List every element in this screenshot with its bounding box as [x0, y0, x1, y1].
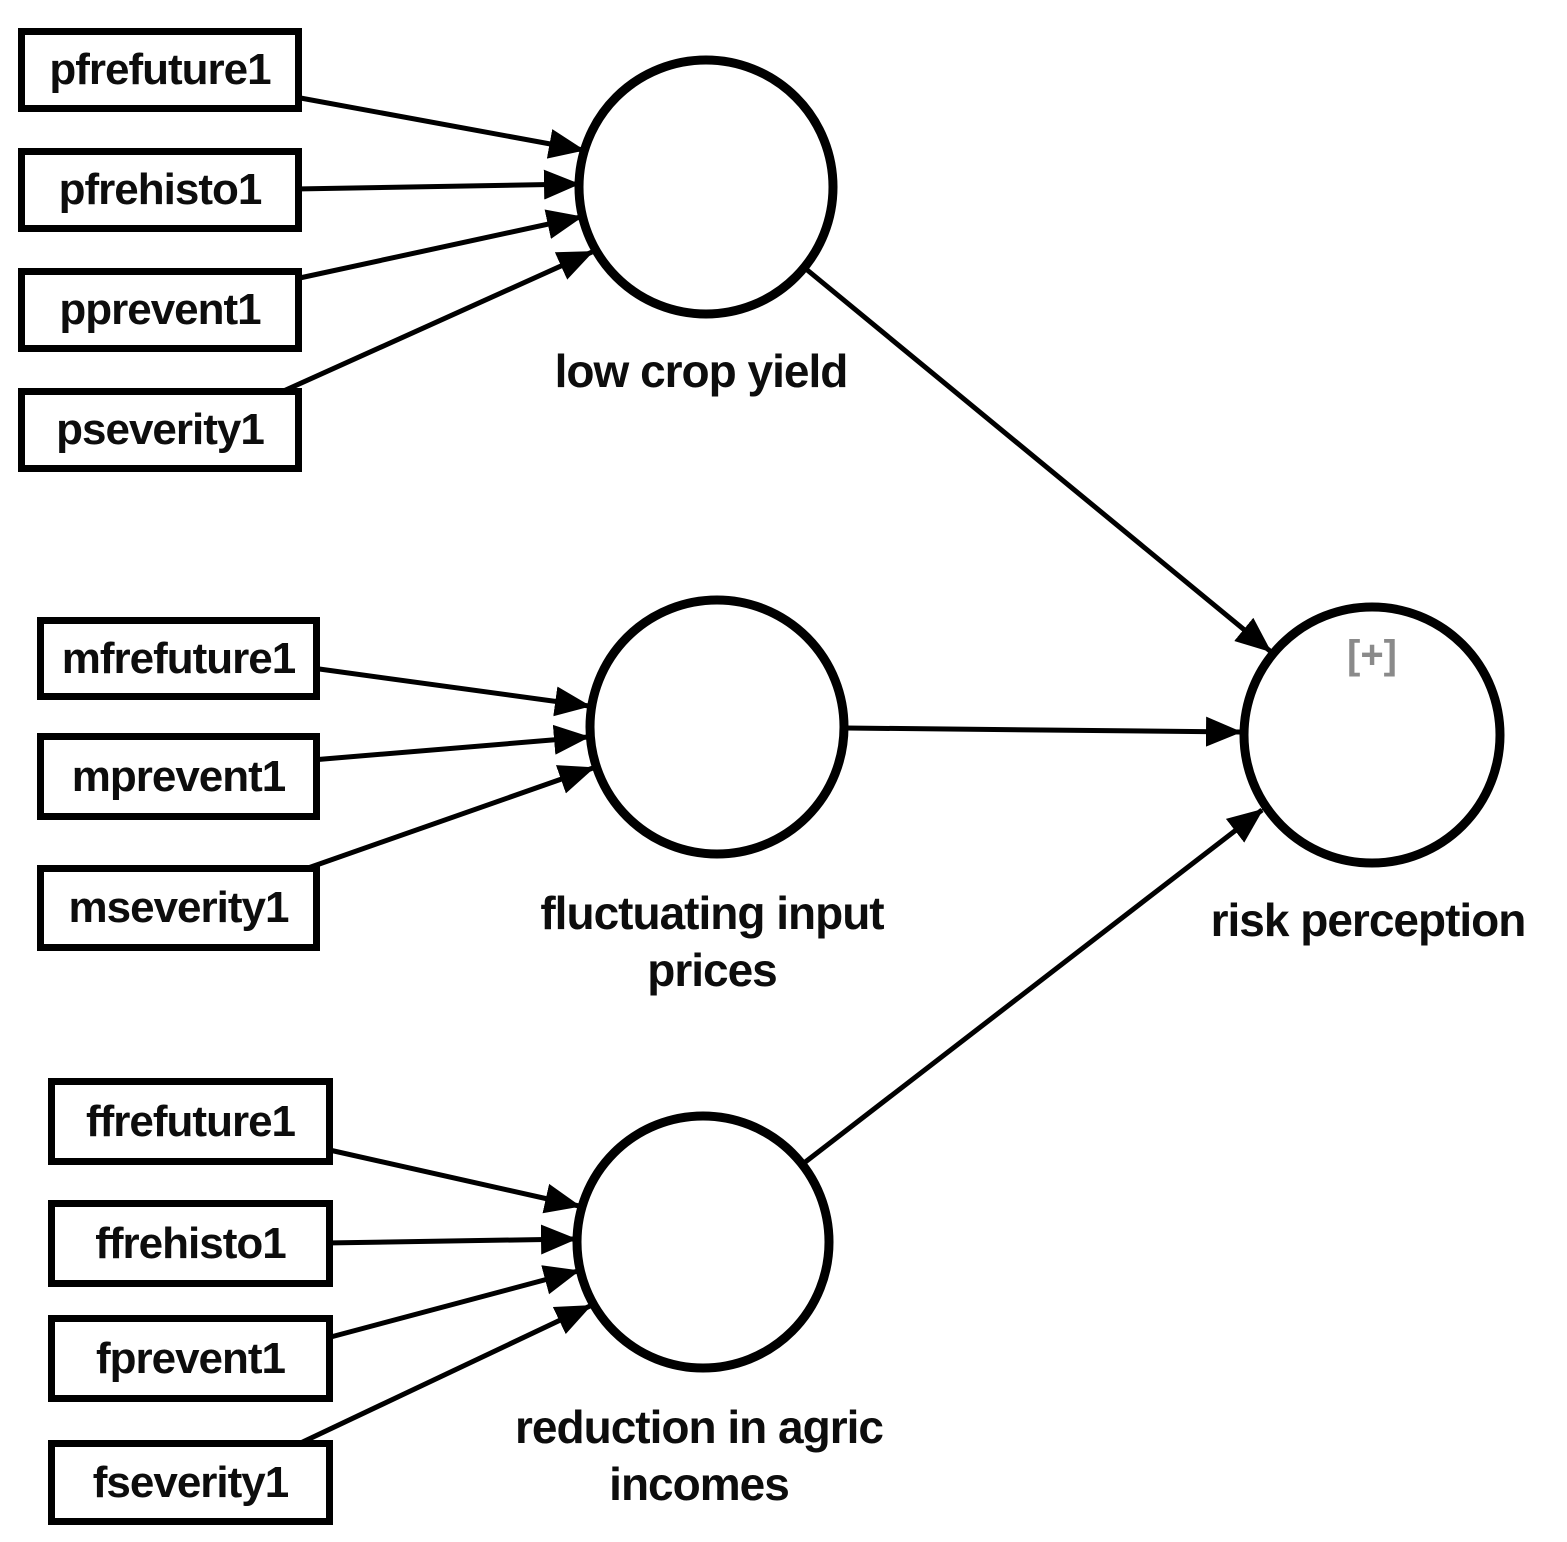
latent-label-reduction-in-agric-incomes: reduction in agric incomes: [515, 1401, 884, 1510]
indicator-pfrehisto1: pfrehisto1: [18, 148, 302, 232]
arrow-pfrehisto1-to-low-crop-yield: [294, 169, 580, 200]
indicator-pprevent1: pprevent1: [18, 268, 302, 352]
indicator-label: pseverity1: [56, 405, 265, 454]
indicator-label: pprevent1: [59, 285, 261, 334]
indicator-fseverity1: fseverity1: [48, 1440, 333, 1525]
indicator-label: pfrefuture1: [49, 45, 271, 94]
indicator-label: pfrehisto1: [58, 165, 263, 214]
latent-circle-low-crop-yield: [574, 55, 838, 319]
arrow-pprevent1-to-low-crop-yield: [294, 209, 583, 282]
indicator-label: fprevent1: [95, 1333, 286, 1383]
arrow-ffrehisto1-to-reduction-in-agric-incomes: [324, 1224, 577, 1255]
arrow-pseverity1-to-low-crop-yield: [266, 249, 594, 401]
latent-label-risk-perception: risk perception: [1210, 894, 1527, 946]
arrow-fprevent1-to-reduction-in-agric-incomes: [326, 1265, 580, 1341]
arrow-mseverity1-to-fluctuating-input-prices: [307, 765, 595, 871]
latent-circle-fluctuating-input-prices: [585, 595, 849, 859]
indicator-label: ffrefuture1: [85, 1096, 296, 1146]
arrow-mfrefuture1-to-fluctuating-input-prices: [311, 665, 591, 717]
indicator-mprevent1: mprevent1: [37, 733, 320, 820]
indicator-pseverity1: pseverity1: [18, 388, 302, 472]
indicator-mfrefuture1: mfrefuture1: [37, 617, 320, 700]
indicator-fprevent1: fprevent1: [48, 1315, 333, 1402]
path-low-crop-yield-to-risk-perception: [804, 267, 1272, 653]
risk-perception-plus-badge: [+]: [1347, 633, 1397, 677]
arrow-ffrefuture1-to-reduction-in-agric-incomes: [324, 1146, 581, 1214]
indicator-mseverity1: mseverity1: [37, 865, 320, 951]
latent-circle-reduction-in-agric-incomes: [572, 1111, 834, 1373]
indicator-label: mfrefuture1: [61, 633, 296, 683]
latent-label-low-crop-yield: low crop yield: [554, 345, 849, 397]
path-fluctuating-input-prices-to-risk-perception: [845, 716, 1242, 747]
latent-label-fluctuating-input-prices: fluctuating input prices: [540, 887, 884, 996]
indicator-label: ffrehisto1: [95, 1218, 286, 1268]
arrow-pfrefuture1-to-low-crop-yield: [294, 94, 585, 159]
indicator-label: mprevent1: [71, 751, 287, 801]
latent-circle-risk-perception: [1239, 602, 1505, 868]
indicator-ffrefuture1: ffrefuture1: [48, 1078, 333, 1165]
indicator-label: fseverity1: [92, 1457, 289, 1507]
indicator-label: mseverity1: [68, 883, 290, 932]
arrow-mprevent1-to-fluctuating-input-prices: [311, 724, 590, 763]
path-reduction-in-agric-incomes-to-risk-perception: [802, 808, 1264, 1165]
indicator-ffrehisto1: ffrehisto1: [48, 1200, 333, 1287]
indicator-pfrefuture1: pfrefuture1: [18, 28, 302, 112]
arrow-fseverity1-to-reduction-in-agric-incomes: [288, 1303, 592, 1451]
